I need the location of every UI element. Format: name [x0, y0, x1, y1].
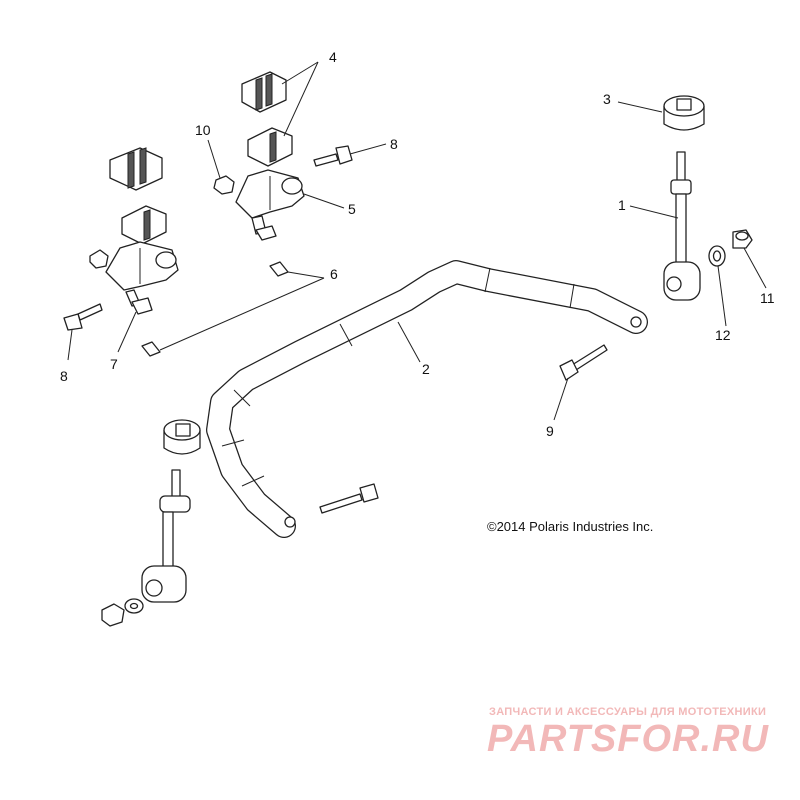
grease-fitting-upper: [269, 261, 289, 277]
callout-8-lower: 8: [60, 368, 68, 384]
bolt-7: [125, 289, 153, 315]
bolt-9: [559, 344, 608, 381]
clamp-upper: [235, 169, 305, 219]
callout-10: 10: [195, 122, 211, 138]
callout-3: 3: [603, 91, 611, 107]
callout-4: 4: [329, 49, 337, 65]
bushing-left-1: [109, 147, 163, 191]
bushing-left-lower: [163, 419, 201, 455]
nut-right: [732, 229, 753, 249]
watermark-subtitle: ЗАПЧАСТИ И АКСЕССУАРЫ ДЛЯ МОТОТЕХНИКИ: [489, 706, 767, 718]
stabilizer-link-left: [141, 469, 191, 603]
callout-12: 12: [715, 327, 731, 343]
washer-right: [708, 245, 726, 267]
nut-10: [213, 175, 235, 195]
stabilizer-bar: [206, 260, 648, 538]
grease-fitting-lower: [141, 341, 161, 357]
callout-1: 1: [618, 197, 626, 213]
bushing-right: [663, 95, 705, 131]
stabilizer-link-right: [663, 151, 701, 301]
nut-left: [89, 249, 109, 269]
callout-8-upper: 8: [390, 136, 398, 152]
callout-7: 7: [110, 356, 118, 372]
copyright-notice: ©2014 Polaris Industries Inc.: [487, 519, 654, 534]
bolt-bar-end: [319, 483, 379, 514]
bushing-upper-1: [241, 71, 287, 113]
bushing-left-2: [121, 205, 167, 245]
clamp-lower: [105, 241, 179, 291]
bolt-8-upper: [313, 145, 353, 167]
callout-6: 6: [330, 266, 338, 282]
callout-2: 2: [422, 361, 430, 377]
callout-5: 5: [348, 201, 356, 217]
callout-9: 9: [546, 423, 554, 439]
nut-left-lower: [101, 603, 125, 627]
bushing-upper-2: [247, 127, 293, 167]
bolt-8-lower: [63, 303, 103, 331]
washer-left: [124, 598, 144, 614]
watermark-logo: PARTSFOR.RU: [487, 718, 769, 760]
bolt-upper-short: [251, 215, 277, 241]
callout-11: 11: [760, 290, 775, 306]
